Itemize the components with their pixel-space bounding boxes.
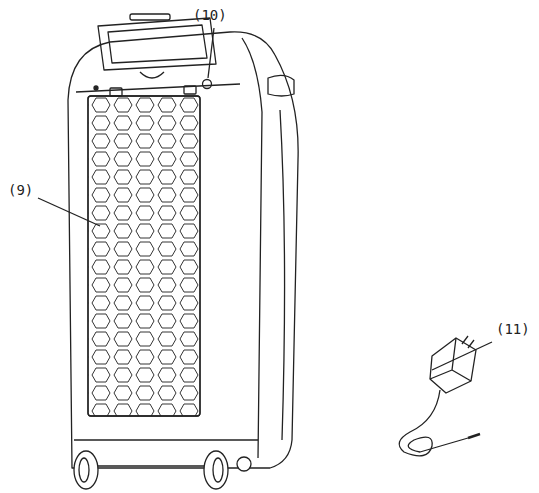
callout-number: (11) [496, 322, 530, 336]
leader-line [38, 198, 100, 226]
cord-plug [468, 434, 480, 438]
side-seam [280, 110, 285, 440]
front-wheel [213, 458, 223, 482]
leader-line [208, 28, 214, 78]
panel-clip [110, 88, 122, 96]
body-edge [76, 84, 240, 92]
top-notch [140, 72, 164, 78]
side-handle [268, 75, 294, 96]
front-grille [88, 96, 200, 416]
body-edge [74, 439, 258, 440]
front-wheel [204, 451, 228, 489]
cooler-body [68, 32, 298, 468]
front-wheel [79, 458, 89, 482]
indicator-dot [94, 86, 98, 90]
body-edge [242, 38, 262, 458]
leader-line [432, 342, 492, 370]
rear-castor [237, 457, 251, 471]
grille-frame [88, 96, 200, 416]
top-display [108, 25, 207, 63]
callout-number: (9) [8, 183, 33, 197]
top-panel [98, 18, 216, 70]
adapter-cord [399, 390, 468, 456]
front-wheel [74, 451, 98, 489]
adapter-face [430, 338, 471, 381]
panel-clip [184, 86, 196, 94]
adapter-prong [462, 336, 474, 348]
remote-sensor [203, 80, 212, 89]
top-button [130, 14, 170, 20]
base-line [98, 465, 204, 466]
callout-number: (10) [193, 8, 227, 22]
